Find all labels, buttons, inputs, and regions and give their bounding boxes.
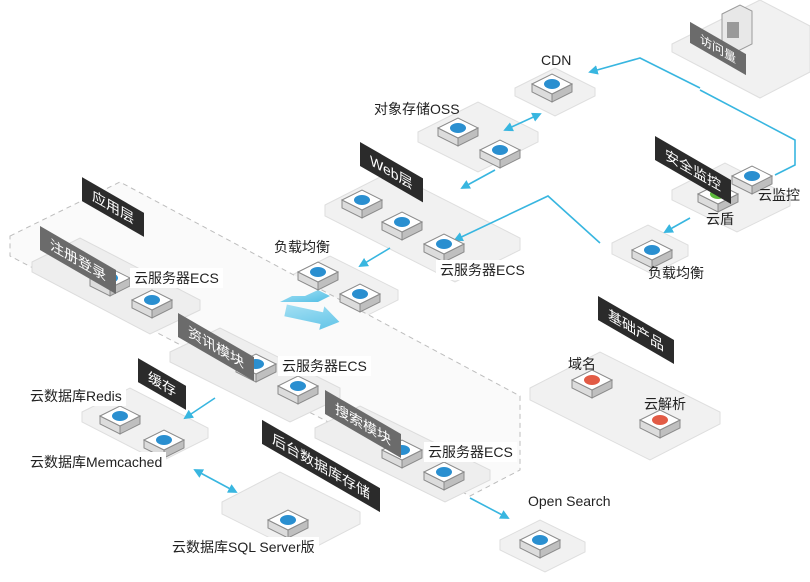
web-node-2	[380, 211, 424, 241]
oss-node-1-icon	[450, 123, 466, 133]
visitor-to-security	[699, 89, 796, 176]
info-node-2	[276, 375, 320, 405]
open-search-node	[518, 529, 562, 559]
web-node-1	[340, 189, 384, 219]
web-node-3-icon	[436, 239, 452, 249]
oss-label: 对象存储OSS	[374, 101, 460, 117]
slb-left-node-1	[296, 261, 340, 291]
visitor-to-cdn	[588, 57, 701, 89]
slb-right-node	[630, 239, 674, 269]
register-ecs-label: 云服务器ECS	[130, 268, 223, 288]
cloud-shield-label: 云盾	[706, 211, 734, 227]
sqlserver-label: 云数据库SQL Server版	[168, 537, 319, 557]
slb-left-node-1-icon	[310, 267, 326, 277]
domain-node	[570, 369, 614, 399]
redis-node-icon	[112, 411, 128, 421]
slb-right-node-icon	[644, 245, 660, 255]
security-to-slb-right	[663, 217, 691, 233]
oss-node-1	[436, 117, 480, 147]
web-node-1-icon	[354, 195, 370, 205]
info-ecs-label: 云服务器ECS	[278, 356, 371, 376]
web-node-2-icon	[394, 217, 410, 227]
server-nodes	[88, 73, 774, 559]
cloud-monitor-label: 云监控	[758, 187, 800, 203]
search-node-2-icon	[436, 467, 452, 477]
info-node-2-icon	[290, 381, 306, 391]
oss-node-2	[478, 139, 522, 169]
info-to-cache	[183, 397, 216, 420]
sqlserver-node	[266, 509, 310, 539]
cdn-node-icon	[544, 79, 560, 89]
web-slb-link	[453, 195, 601, 244]
open-search-label: Open Search	[524, 491, 615, 511]
dns-label: 云解析	[644, 396, 686, 412]
memcached-node-icon	[156, 435, 172, 445]
cdn-node	[530, 73, 574, 103]
search-node-2	[422, 461, 466, 491]
slb-left-label: 负载均衡	[274, 239, 330, 255]
register-node-2	[130, 289, 174, 319]
oss-to-web	[460, 169, 496, 189]
domain-node-icon	[584, 375, 600, 385]
web-to-slb-left	[358, 247, 391, 267]
cache-to-backend	[193, 469, 238, 493]
redis-label: 云数据库Redis	[26, 386, 126, 406]
app-layer-outline	[9, 181, 521, 497]
connectors	[183, 57, 796, 519]
dns-node-icon	[652, 415, 668, 425]
slb-left-node-2-icon	[352, 289, 368, 299]
cloud-monitor-node-icon	[744, 171, 760, 181]
cdn-to-oss	[503, 112, 542, 132]
oss-node-2-icon	[492, 145, 508, 155]
cdn-label: CDN	[541, 52, 572, 68]
web-ecs-label: 云服务器ECS	[436, 260, 529, 280]
memcached-label: 云数据库Memcached	[26, 452, 167, 472]
search-to-opensearch	[469, 497, 510, 519]
basic-platform	[529, 351, 721, 461]
register-node-2-icon	[144, 295, 160, 305]
search-ecs-label: 云服务器ECS	[424, 442, 517, 462]
sqlserver-node-icon	[280, 515, 296, 525]
dns-node	[638, 409, 682, 439]
slb-left-node-2	[338, 283, 382, 313]
redis-node	[98, 405, 142, 435]
domain-label: 域名	[568, 356, 596, 372]
visitor-icon	[721, 4, 753, 54]
cloud-monitor-node	[730, 165, 774, 195]
flow-arrow	[280, 290, 330, 302]
open-search-node-icon	[532, 535, 548, 545]
slb-right-label: 负载均衡	[648, 265, 704, 281]
